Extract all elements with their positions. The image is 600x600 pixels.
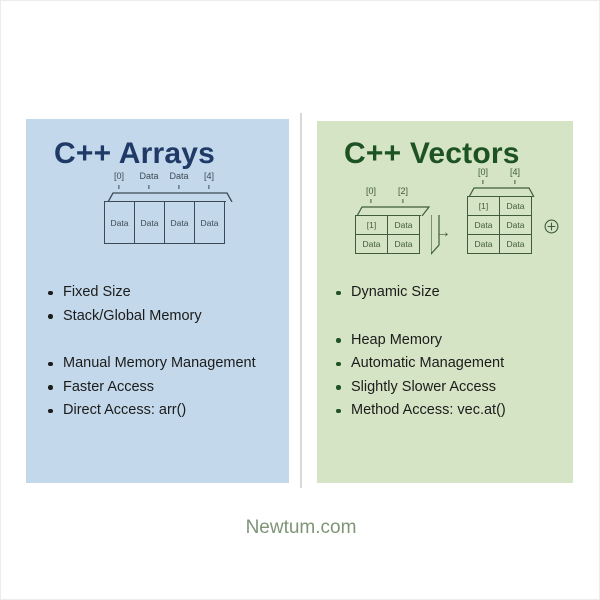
arrays-panel-title: C++ Arrays bbox=[54, 137, 215, 170]
panel-divider bbox=[300, 113, 302, 488]
list-item-label: Automatic Management bbox=[351, 355, 505, 371]
vector-cell: [1] bbox=[356, 216, 388, 235]
tick-mark bbox=[148, 185, 150, 189]
list-item-label: Faster Access bbox=[63, 378, 155, 395]
vector-cell: Data bbox=[468, 235, 500, 254]
growth-arrow-icon: → bbox=[435, 224, 451, 241]
vector-before-index-ticks bbox=[355, 199, 431, 204]
array-memory-diagram: [0] Data Data [4] Data Data Data Da bbox=[104, 171, 244, 244]
bullet-dot bbox=[48, 361, 53, 366]
vector-growth-diagram: [0] [2] [1] Data Data bbox=[351, 167, 566, 262]
vector-cell: Data bbox=[500, 235, 532, 254]
bullet-dot bbox=[48, 408, 53, 413]
tick-mark bbox=[514, 180, 516, 184]
vector-cell: Data bbox=[388, 235, 420, 254]
list-item: Automatic Management bbox=[334, 352, 569, 376]
array-index-label: [4] bbox=[203, 171, 215, 181]
vector-before-lid bbox=[355, 206, 431, 216]
list-item: Direct Access: arr() bbox=[46, 399, 286, 423]
tick-mark bbox=[178, 185, 180, 189]
tick-mark bbox=[118, 185, 120, 189]
array-index-label: [0] bbox=[113, 171, 125, 181]
bullet-dot bbox=[336, 408, 341, 413]
bullet-dot bbox=[336, 338, 341, 343]
arrays-panel: C++ Arrays [0] Data Data [4] Dat bbox=[26, 119, 289, 483]
list-item-label: Stack/Global Memory bbox=[63, 307, 202, 324]
array-index-labels: [0] Data Data [4] bbox=[104, 171, 244, 185]
list-item: Stack/Global Memory bbox=[46, 305, 286, 329]
array-cell: Data bbox=[135, 202, 165, 244]
tick-mark bbox=[402, 199, 404, 203]
list-item: Manual Memory Management bbox=[46, 352, 286, 376]
list-item-label: Fixed Size bbox=[63, 284, 131, 300]
list-item: Faster Access bbox=[46, 376, 286, 400]
list-item-label: Slightly Slower Access bbox=[351, 378, 497, 395]
vector-cell: Data bbox=[388, 216, 420, 235]
list-item: Slightly Slower Access bbox=[334, 376, 569, 400]
vector-after-block: [0] [4] [1] Data Data Data bbox=[467, 167, 539, 254]
vector-before-grid: [1] Data Data Data bbox=[355, 215, 421, 254]
tick-mark bbox=[208, 185, 210, 189]
array-cell: Data bbox=[165, 202, 195, 244]
array-index-label: Data bbox=[169, 171, 189, 181]
vector-cell: Data bbox=[468, 216, 500, 235]
tick-mark bbox=[482, 180, 484, 184]
vector-after-grid: [1] Data Data Data Data Data bbox=[467, 196, 533, 254]
array-cell: Data bbox=[105, 202, 135, 244]
vector-cell: Data bbox=[356, 235, 388, 254]
vector-index-label: [0] bbox=[365, 186, 377, 196]
vector-cell: Data bbox=[500, 197, 532, 216]
brand-footer: Newtum.com bbox=[245, 517, 357, 538]
vector-index-label: [0] bbox=[477, 167, 489, 177]
bullet-dot bbox=[336, 361, 341, 366]
vector-before-index-labels: [0] [2] bbox=[355, 186, 431, 200]
vector-after-lid bbox=[467, 187, 539, 197]
list-item: Heap Memory bbox=[334, 329, 569, 353]
array-index-label: Data bbox=[139, 171, 159, 181]
list-item-label: Manual Memory Management bbox=[63, 355, 256, 371]
vector-index-label: [2] bbox=[397, 186, 409, 196]
add-element-plus-icon bbox=[544, 219, 559, 234]
vector-cell: [1] bbox=[468, 197, 500, 216]
arrays-feature-list: Fixed Size Stack/Global Memory Manual Me… bbox=[46, 281, 286, 423]
vectors-panel: C++ Vectors [0] [2] bbox=[317, 121, 573, 483]
vector-index-label: [4] bbox=[509, 167, 521, 177]
list-item: Fixed Size bbox=[46, 281, 286, 305]
bullet-dot bbox=[336, 385, 341, 390]
bullet-dot bbox=[48, 290, 53, 295]
list-item-label: Heap Memory bbox=[351, 331, 443, 348]
array-cell-grid: Data Data Data Data bbox=[104, 201, 226, 244]
array-box-lid bbox=[104, 192, 244, 202]
list-item-label: Dynamic Size bbox=[351, 284, 440, 300]
array-cell: Data bbox=[195, 202, 225, 244]
vectors-feature-list: Dynamic Size Heap Memory Automatic Manag… bbox=[334, 281, 569, 423]
vector-after-index-labels: [0] [4] bbox=[467, 167, 539, 181]
vector-before-side-face bbox=[431, 215, 440, 255]
list-item: Dynamic Size bbox=[334, 281, 569, 305]
tick-mark bbox=[370, 199, 372, 203]
list-item: Method Access: vec.at() bbox=[334, 399, 569, 423]
bullet-dot bbox=[48, 385, 53, 390]
list-item-label: Method Access: vec.at() bbox=[351, 402, 506, 418]
vector-cell: Data bbox=[500, 216, 532, 235]
vector-before-block: [0] [2] [1] Data Data bbox=[355, 186, 440, 255]
vector-after-index-ticks bbox=[467, 180, 539, 185]
bullet-dot bbox=[48, 314, 53, 319]
array-index-ticks bbox=[104, 185, 244, 190]
vectors-panel-title: C++ Vectors bbox=[344, 137, 520, 170]
list-item-label: Direct Access: arr() bbox=[63, 402, 187, 418]
bullet-dot bbox=[336, 290, 341, 295]
